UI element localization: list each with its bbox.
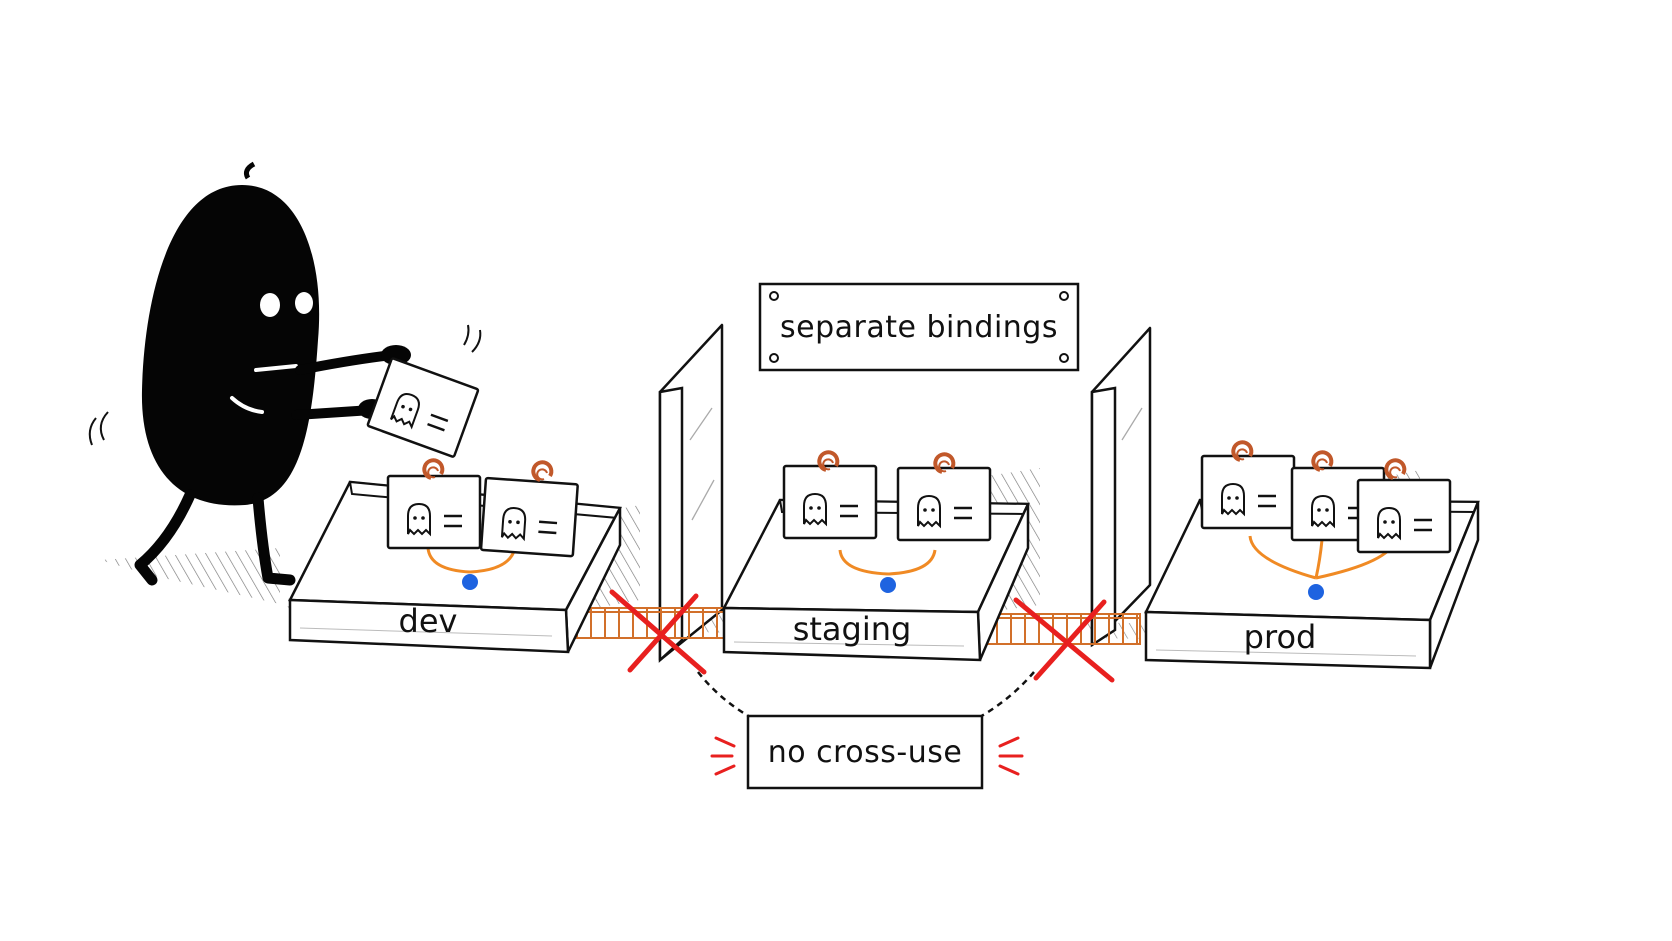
prod-label: prod [1244, 618, 1317, 656]
staging-card-1 [782, 464, 878, 540]
ring-icon [531, 460, 554, 482]
dev-card-1 [386, 474, 482, 550]
prod-card-1 [1200, 454, 1296, 530]
prod-bindings [1200, 440, 1452, 600]
no-cross-use-label: no cross-use [768, 735, 963, 770]
no-cross-use-sign: no cross-use [697, 671, 1035, 790]
prod-card-3 [1356, 478, 1452, 554]
prod-hub-dot-icon [1308, 584, 1324, 600]
staging-hub-dot-icon [880, 577, 896, 593]
staging-label: staging [793, 610, 912, 648]
separate-bindings-sign: separate bindings [758, 282, 1080, 372]
alert-lines-right [998, 736, 1024, 776]
dev-label: dev [399, 602, 458, 640]
left-wall [658, 323, 724, 663]
separate-bindings-label: separate bindings [780, 310, 1058, 345]
dev-card-2 [479, 476, 580, 558]
staging-card-2 [896, 466, 992, 542]
dev-hub-dot-icon [462, 574, 478, 590]
dev-bindings [386, 458, 580, 590]
held-card [366, 356, 480, 459]
alert-lines-left [710, 736, 736, 776]
cross-icon [1013, 597, 1115, 683]
cross-icon [609, 589, 707, 675]
right-wall [1090, 326, 1152, 648]
staging-bindings [782, 450, 992, 593]
